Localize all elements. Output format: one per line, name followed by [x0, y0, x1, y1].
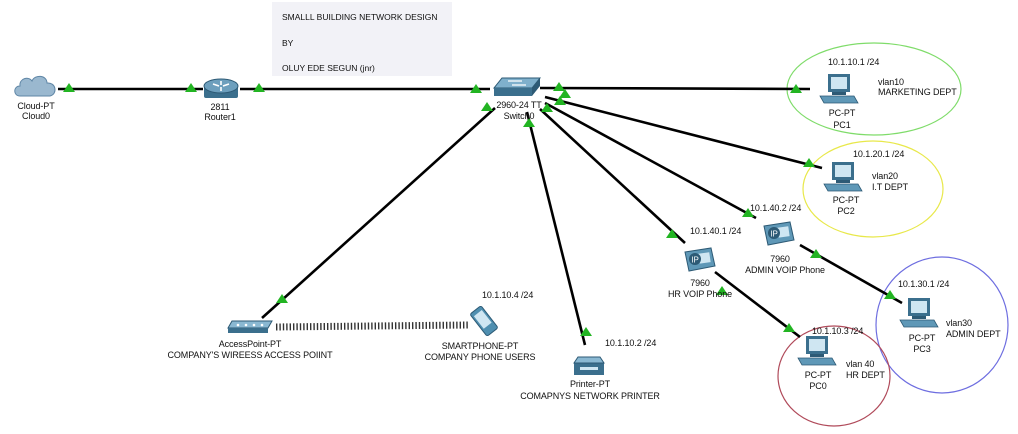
title-line-1: SMALLL BUILDING NETWORK DESIGN: [282, 12, 438, 22]
zone-it: [802, 140, 944, 238]
hr-voip-ip: 10.1.40.1 /24: [690, 226, 742, 236]
router-name: Router1: [204, 112, 236, 122]
ap-name: COMPANY'S WIREESS ACCESS POIINT: [167, 350, 333, 360]
title-note: SMALLL BUILDING NETWORK DESIGN BY OLUY E…: [272, 2, 452, 76]
printer-model: Printer-PT: [569, 379, 610, 389]
cloud-model: Cloud-PT: [17, 101, 55, 111]
link-switch-admin-voip[interactable]: [544, 101, 757, 220]
pc0-ip: 10.1.10.3 /24: [812, 326, 864, 336]
printer-name: COMAPNYS NETWORK PRINTER: [520, 391, 660, 401]
zone-hr: [777, 325, 891, 427]
link-switch-hr-voip[interactable]: [539, 108, 686, 244]
pc2-ip: 10.1.20.1 /24: [853, 149, 905, 159]
hr-voip-name: HR VOIP Phone: [667, 289, 733, 299]
smartphone-ip: 10.1.10.4 /24: [482, 290, 534, 300]
link-switch-pc2[interactable]: [544, 95, 823, 170]
cloud-name: Cloud0: [22, 111, 50, 121]
smartphone-model: SMARTPHONE-PT: [441, 341, 519, 351]
link-switch-pc1[interactable]: [539, 86, 811, 91]
pc3-dept: ADMIN DEPT: [946, 329, 1001, 339]
pc1-ip: 10.1.10.1 /24: [828, 57, 880, 67]
wireless-link: [275, 321, 469, 331]
pc1-model: PC-PT: [828, 108, 856, 118]
pc1-dept: MARKETING DEPT: [878, 87, 957, 97]
ap-model: AccessPoint-PT: [218, 339, 282, 349]
pc2-name: PC2: [837, 206, 855, 216]
router-model: 2811: [210, 102, 230, 112]
switch-model: 2960-24 TT: [496, 100, 542, 110]
pc3-name: PC3: [913, 344, 931, 354]
pc0-vlan: vlan 40: [846, 359, 875, 369]
pc1-name: PC1: [833, 120, 851, 130]
hr-voip-model: 7960: [690, 278, 710, 288]
pc2-dept: I.T DEPT: [872, 182, 909, 192]
link-status-markers: [63, 82, 896, 336]
switch-name: Switch0: [503, 111, 535, 121]
pc3-model: PC-PT: [908, 333, 936, 343]
pc0-dept: HR DEPT: [846, 370, 885, 380]
zone-admin: [875, 256, 1009, 394]
printer-ip: 10.1.10.2 /24: [605, 338, 657, 348]
svg-text:IP: IP: [770, 230, 778, 239]
pc3-ip: 10.1.30.1 /24: [898, 279, 950, 289]
link-switch-ap[interactable]: [261, 107, 496, 319]
title-line-3: OLUY EDE SEGUN (jnr): [282, 63, 375, 73]
admin-voip-model: 7960: [770, 254, 790, 264]
link-switch-printer[interactable]: [525, 111, 587, 346]
pc0-model: PC-PT: [804, 370, 832, 380]
pc3-vlan: vlan30: [946, 318, 972, 328]
pc2-model: PC-PT: [832, 195, 860, 205]
pc2-vlan: vlan20: [872, 171, 898, 181]
smartphone-name: COMPANY PHONE USERS: [424, 352, 536, 362]
pc1-vlan: vlan10: [878, 77, 904, 87]
admin-voip-ip: 10.1.40.2 /24: [750, 203, 802, 213]
pc0-name: PC0: [809, 381, 827, 391]
link-hr-voip-pc0[interactable]: [714, 270, 801, 339]
title-line-2: BY: [282, 38, 294, 48]
svg-text:IP: IP: [691, 256, 699, 265]
admin-voip-name: ADMIN VOIP Phone: [745, 265, 825, 275]
